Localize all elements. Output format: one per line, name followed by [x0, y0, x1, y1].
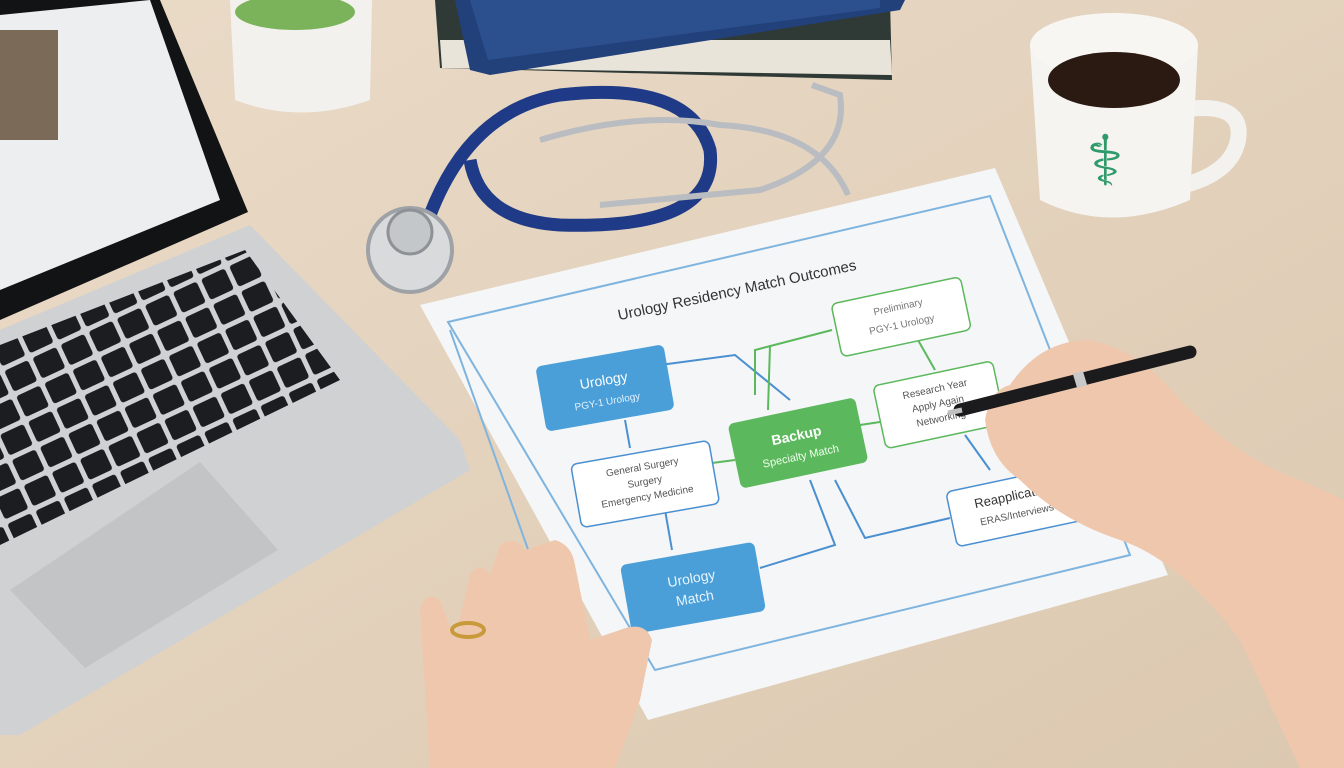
ring [450, 621, 486, 639]
succulent-pot [230, 0, 372, 113]
box-research-year: Research Year Apply Again Networking [873, 361, 1006, 449]
caduceus-icon: ⚕ [1086, 122, 1124, 200]
coffee-mug: ⚕ [1030, 13, 1247, 218]
box-urology-match: Urology Match [620, 542, 766, 634]
box-preliminary: Preliminary PGY-1 Urology [831, 277, 971, 357]
pen [947, 345, 1197, 417]
box-general-surgery: General Surgery Surgery Emergency Medici… [570, 440, 720, 528]
stethoscope [366, 82, 851, 294]
trackpad[interactable] [10, 462, 278, 668]
book-stack [435, 0, 905, 80]
right-hand [985, 340, 1344, 768]
paper-border [446, 194, 1132, 672]
keyboard [0, 250, 340, 545]
box-backup: Backup Specialty Match [728, 398, 868, 488]
box-urology: Urology PGY-1 Urology [536, 345, 674, 431]
laptop [0, 0, 470, 735]
flowchart: Urology Residency Match Outcomes Urology… [449, 257, 1087, 634]
svg-text:Match: Match [675, 587, 715, 609]
left-hand [420, 540, 652, 768]
